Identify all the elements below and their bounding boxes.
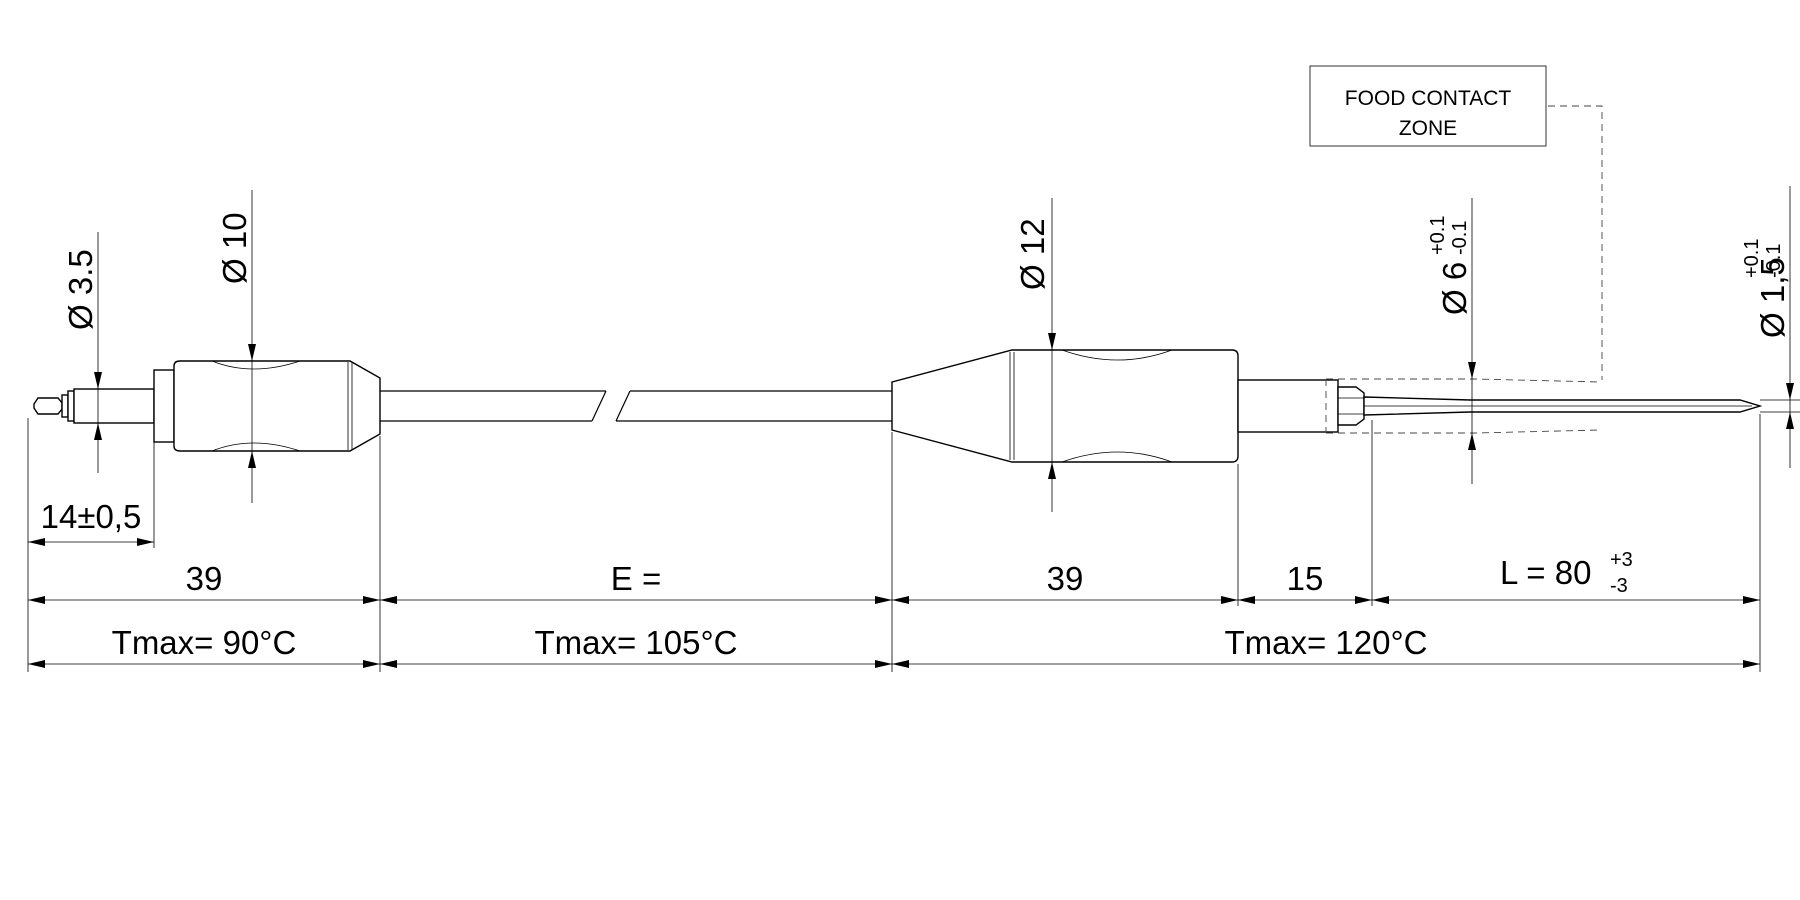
probe-length-tol-lower: -3 xyxy=(1610,575,1628,597)
probe-sleeve xyxy=(1237,379,1365,433)
dim-row-tmax xyxy=(28,660,1760,668)
connector-length-text: 39 xyxy=(186,560,223,597)
plug-length-text: 14±0,5 xyxy=(41,498,142,535)
handle-length-text: 39 xyxy=(1047,560,1084,597)
sleeve-length-text: 15 xyxy=(1287,560,1324,597)
dia-probe-tol-lower: -0.1 xyxy=(1763,244,1785,278)
tmax-connector-text: Tmax= 90°C xyxy=(112,624,297,661)
dia-plug-text: Ø 3.5 xyxy=(62,249,99,330)
probe-length-text: L = 80 xyxy=(1500,554,1591,591)
food-contact-box xyxy=(1309,65,1547,147)
dim-dia-probe xyxy=(1760,186,1800,468)
dia-sleeve-tol-lower: -0.1 xyxy=(1449,221,1471,255)
jack-plug xyxy=(33,369,175,443)
dim-row-lengths xyxy=(28,596,1760,604)
dim-dia-sleeve xyxy=(1468,198,1476,484)
probe-length-tol-upper: +3 xyxy=(1610,549,1633,571)
food-contact-zone-lines xyxy=(1325,105,1603,434)
dia-handle-text: Ø 12 xyxy=(1014,218,1051,290)
tmax-probe-text: Tmax= 120°C xyxy=(1224,624,1427,661)
dia-probe-text: Ø 1,5 xyxy=(1754,257,1791,338)
food-contact-label-2: ZONE xyxy=(1399,117,1457,140)
probe-needle xyxy=(1363,396,1763,416)
dia-connector-text: Ø 10 xyxy=(216,212,253,284)
extension-lines xyxy=(27,414,1761,672)
dia-probe-tol-upper: +0.1 xyxy=(1741,239,1763,278)
dim-dia-handle xyxy=(1048,198,1056,512)
connector-body xyxy=(173,360,381,452)
cable xyxy=(380,390,892,422)
tmax-cable-text: Tmax= 105°C xyxy=(534,624,737,661)
handle-body xyxy=(891,349,1239,463)
dia-sleeve-text: Ø 6 xyxy=(1436,262,1473,315)
dim-plug-length xyxy=(28,538,154,546)
dim-dia-plug xyxy=(94,232,102,473)
dim-dia-connector xyxy=(248,190,256,503)
food-contact-label-1: FOOD CONTACT xyxy=(1345,87,1512,110)
cable-length-text: E = xyxy=(611,560,661,597)
dia-sleeve-tol-upper: +0.1 xyxy=(1427,216,1449,255)
